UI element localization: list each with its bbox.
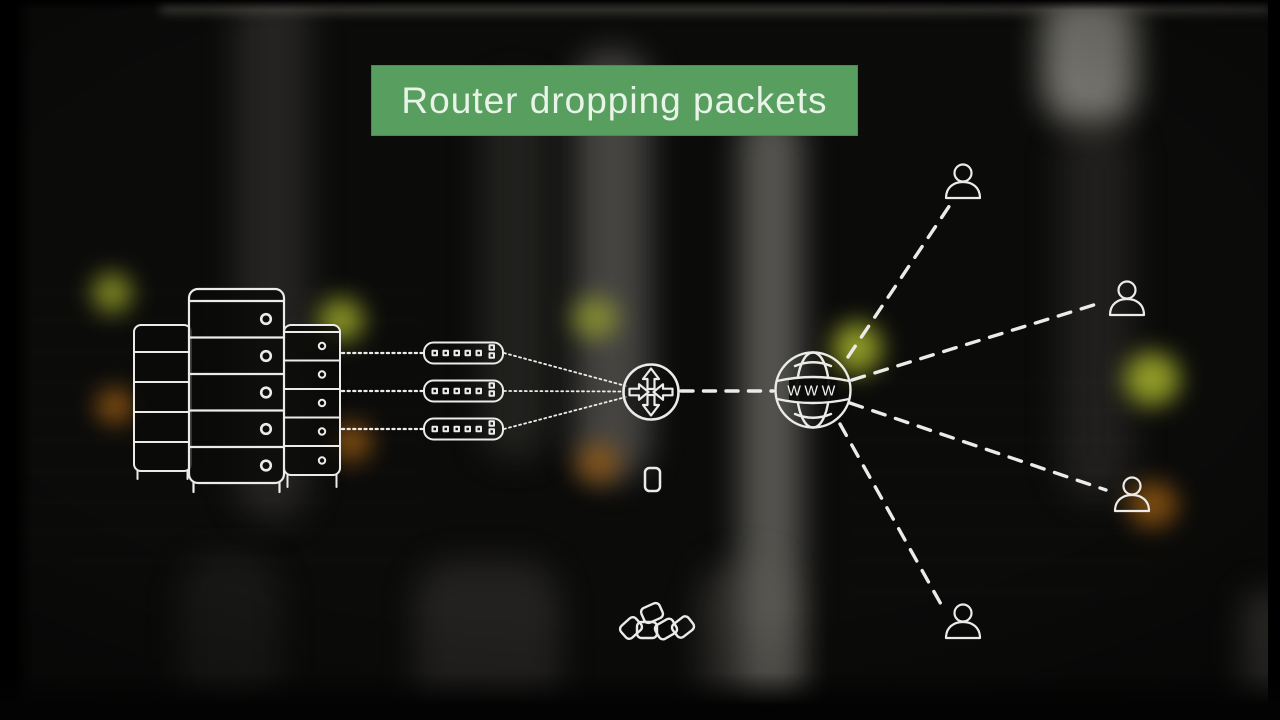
user-icon	[1113, 476, 1151, 513]
network-switch-icon	[423, 341, 504, 365]
title-banner: Router dropping packets	[371, 65, 858, 136]
internet-user-link	[838, 422, 944, 608]
user-icon	[944, 163, 982, 200]
rack-switch-links	[340, 351, 425, 431]
bg-bottom-fade	[0, 672, 1280, 720]
internet-user-link	[850, 301, 1102, 382]
switch-router-links	[503, 352, 627, 430]
connection-dotted-line	[503, 396, 627, 430]
banner-label: Router dropping packets	[401, 79, 828, 121]
bg-left-edge	[0, 0, 34, 720]
network-switch-icon	[423, 417, 504, 441]
connection-dotted-line	[503, 390, 625, 393]
server-rack-icon	[133, 287, 341, 494]
user-icon	[1108, 280, 1146, 317]
globe-www-icon: WWW	[774, 351, 852, 429]
internet-user-links	[838, 203, 1108, 608]
network-switch-icon	[423, 379, 504, 403]
rack-tower-left	[133, 324, 192, 480]
rack-tower-center	[187, 287, 286, 494]
internet-user-link	[848, 401, 1108, 492]
www-label: WWW	[787, 384, 839, 400]
bg-right-edge	[1268, 0, 1280, 720]
router-icon	[622, 363, 680, 421]
rack-tower-right	[283, 324, 341, 488]
dropped-packets-cluster-icon	[617, 600, 698, 643]
connection-dotted-line	[503, 352, 627, 387]
user-icon	[944, 603, 982, 640]
bg-top-fade	[0, 0, 1280, 10]
packet-icon	[643, 466, 662, 493]
internet-user-link	[846, 203, 952, 359]
